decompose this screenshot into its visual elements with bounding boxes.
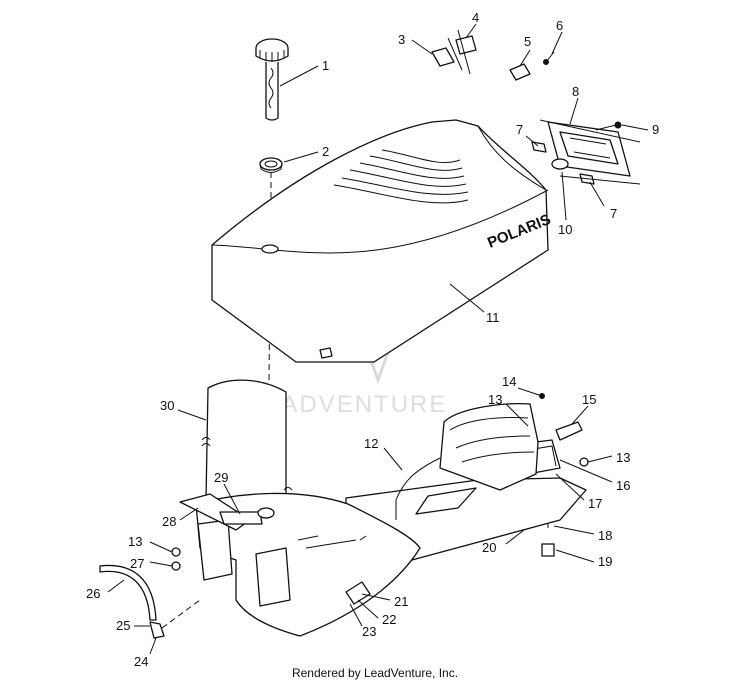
callout-23: 23 [362, 624, 376, 639]
callout-25: 25 [116, 618, 130, 633]
footer-credit: Rendered by LeadVenture, Inc. [291, 666, 459, 680]
callout-13c: 13 [128, 534, 142, 549]
callout-19: 19 [598, 554, 612, 569]
callout-17: 17 [588, 496, 602, 511]
filler-cap [255, 38, 289, 121]
callout-26: 26 [86, 586, 100, 601]
callout-7b: 7 [610, 206, 617, 221]
callout-30: 30 [160, 398, 174, 413]
tank-strap [201, 379, 293, 501]
callout-10: 10 [558, 222, 572, 237]
callout-21: 21 [394, 594, 408, 609]
callout-16: 16 [616, 478, 630, 493]
callout-27: 27 [130, 556, 144, 571]
fuel-line [99, 547, 201, 639]
callout-28: 28 [162, 514, 176, 529]
callout-18: 18 [598, 528, 612, 543]
callout-24: 24 [134, 654, 148, 669]
callout-11: 11 [486, 310, 500, 325]
callout-14: 14 [502, 374, 516, 389]
small-clips [431, 29, 555, 81]
fuel-tank [179, 403, 587, 637]
callout-3: 3 [398, 32, 405, 47]
callout-20: 20 [482, 540, 496, 555]
callout-12: 12 [364, 436, 378, 451]
callout-7a: 7 [516, 122, 523, 137]
grommet [259, 157, 283, 173]
callout-9: 9 [652, 122, 659, 137]
callout-13b: 13 [616, 450, 630, 465]
callout-4: 4 [472, 10, 479, 25]
callout-29: 29 [214, 470, 228, 485]
tail-light-assembly [531, 119, 641, 185]
callout-6: 6 [556, 18, 563, 33]
callout-1: 1 [322, 58, 329, 73]
leader-lines [107, 23, 649, 655]
callout-8: 8 [572, 84, 579, 99]
callout-2: 2 [322, 144, 329, 159]
callout-15: 15 [582, 392, 596, 407]
callout-labels: 1 2 3 4 5 6 7 7 8 9 10 11 12 13 13 13 14… [86, 10, 659, 669]
callout-5: 5 [524, 34, 531, 49]
callout-22: 22 [382, 612, 396, 627]
callout-13a: 13 [488, 392, 502, 407]
seat-cover: POLARIS [211, 119, 553, 363]
